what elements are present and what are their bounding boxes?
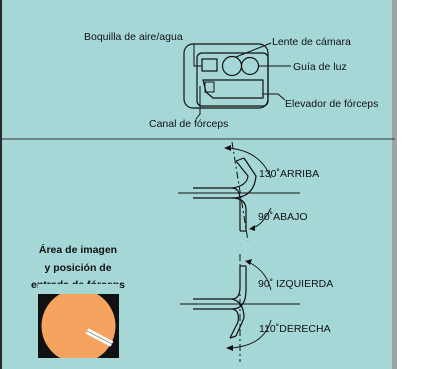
- air-water-nozzle-label: Boquilla de aire/agua: [84, 31, 183, 43]
- tip-cap-right: [229, 335, 237, 339]
- arc-left: [247, 261, 272, 291]
- air-water-nozzle: [201, 58, 218, 72]
- forceps-elevator: [202, 79, 264, 99]
- image-area-title-line2: y posición de: [44, 262, 111, 274]
- arc-right: [229, 319, 272, 349]
- left-border: [0, 0, 2, 369]
- forceps-elevator-label: Elevador de fórceps: [285, 98, 378, 110]
- right-angle-label: 110˚DERECHA: [259, 323, 331, 335]
- arrow-up-head: [224, 145, 231, 151]
- up-angle-label: 130˚ARRIBA: [259, 168, 319, 180]
- arrow-right-head: [226, 345, 233, 351]
- camera-lens-label: Lente de cámara: [272, 36, 351, 48]
- nozzle-leader: [193, 44, 202, 67]
- axis-vertical-ud: [231, 141, 249, 242]
- light-guide: [240, 56, 260, 76]
- image-area-clip-top: [38, 284, 119, 294]
- arrow-down-head: [249, 225, 255, 231]
- bend-up-down-drawing: [178, 141, 300, 242]
- image-area-circle: [41, 289, 116, 363]
- bent-tip-up: [231, 157, 257, 199]
- image-area-clip-bottom: [38, 358, 119, 368]
- image-area-graphic: [38, 284, 119, 368]
- bend-left-right-drawing: [180, 254, 300, 362]
- channel-leader: [195, 86, 201, 120]
- tip-leader-lines: [193, 42, 291, 120]
- bent-tip-down: [231, 187, 247, 231]
- image-area-title-line1: Área de imagen: [39, 243, 117, 256]
- forceps-channel-label: Canal de fórceps: [149, 118, 228, 130]
- light-guide-label: Guía de luz: [293, 61, 347, 73]
- lens-leader: [235, 42, 272, 58]
- camera-lens: [221, 55, 243, 77]
- tip-cap-up: [235, 157, 245, 162]
- down-angle-label: 90˚ABAJO: [258, 211, 308, 223]
- elevator-leader: [263, 93, 286, 101]
- bent-tip-right: [229, 298, 245, 339]
- left-angle-label: 90˚ IZQUIERDA: [258, 278, 333, 290]
- arrow-left-head: [245, 259, 252, 265]
- distal-tip-drawing: [183, 43, 269, 109]
- arc-up: [226, 147, 272, 179]
- forceps-entry-marker-outline: [86, 330, 113, 345]
- tip-inner-frame: [196, 52, 269, 107]
- forceps-channel: [204, 81, 215, 93]
